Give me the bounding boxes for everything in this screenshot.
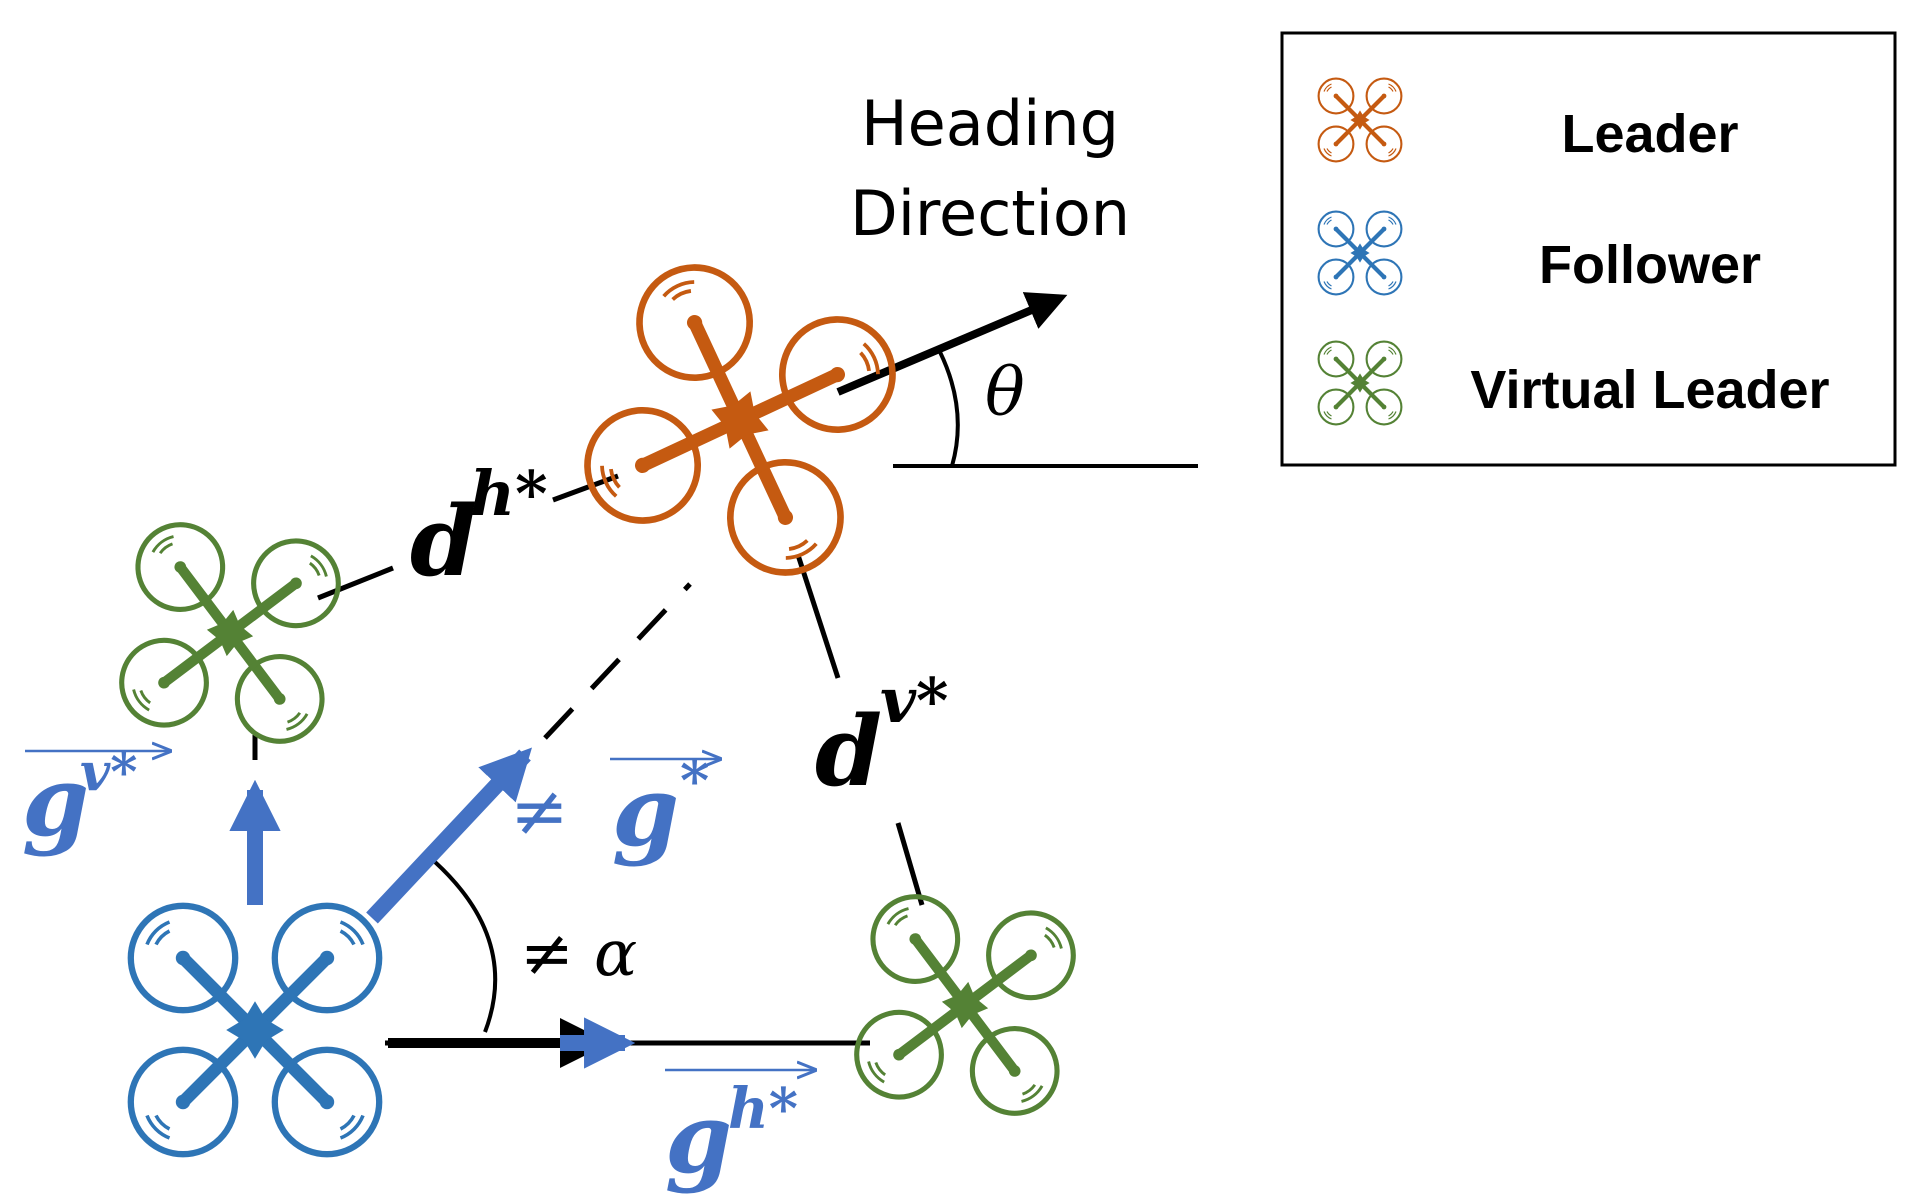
legend: Leader Follower Virtual Leader — [1280, 31, 1897, 467]
alpha-label: ≠ α — [520, 917, 637, 991]
dh-link-segment — [552, 473, 619, 503]
dv-symbol-superscript: v* — [880, 664, 948, 737]
heading-label-line2: Direction — [850, 177, 1130, 250]
theta-arc — [938, 351, 960, 467]
follower-drone — [131, 906, 379, 1154]
g-symbol-superscript: * — [680, 748, 709, 814]
dh-symbol-superscript: h* — [470, 457, 548, 530]
dv-link-segment — [795, 554, 841, 679]
legend-box — [1280, 31, 1897, 467]
alpha-arc — [433, 860, 498, 1033]
virtual-leader-drone-left — [116, 519, 344, 747]
virtual-leader-drone-right — [851, 891, 1079, 1119]
gv-symbol-superscript: v* — [80, 742, 137, 803]
legend-label-leader: Leader — [1561, 104, 1738, 164]
g-symbol-base: g — [612, 755, 679, 868]
heading-label-line1: Heading — [861, 87, 1119, 160]
g-neq-symbol: ≠ — [510, 770, 569, 852]
dv-link-segment — [895, 822, 925, 906]
theta-label: θ — [985, 354, 1025, 431]
gh-symbol-superscript: h* — [728, 1076, 798, 1142]
dh-symbol-base: d — [410, 485, 477, 598]
legend-label-virtual-leader: Virtual Leader — [1470, 360, 1829, 420]
leader-follower-link — [543, 582, 692, 740]
g-vector-arrow — [366, 747, 533, 924]
dv-symbol-base: d — [815, 695, 882, 808]
gv-symbol-base: g — [22, 745, 89, 858]
legend-label-follower: Follower — [1539, 235, 1761, 295]
dh-link-segment — [317, 565, 394, 601]
gh-symbol-base: g — [665, 1082, 732, 1195]
heading-direction-arrow — [836, 292, 1068, 396]
leader-drone — [572, 252, 908, 588]
